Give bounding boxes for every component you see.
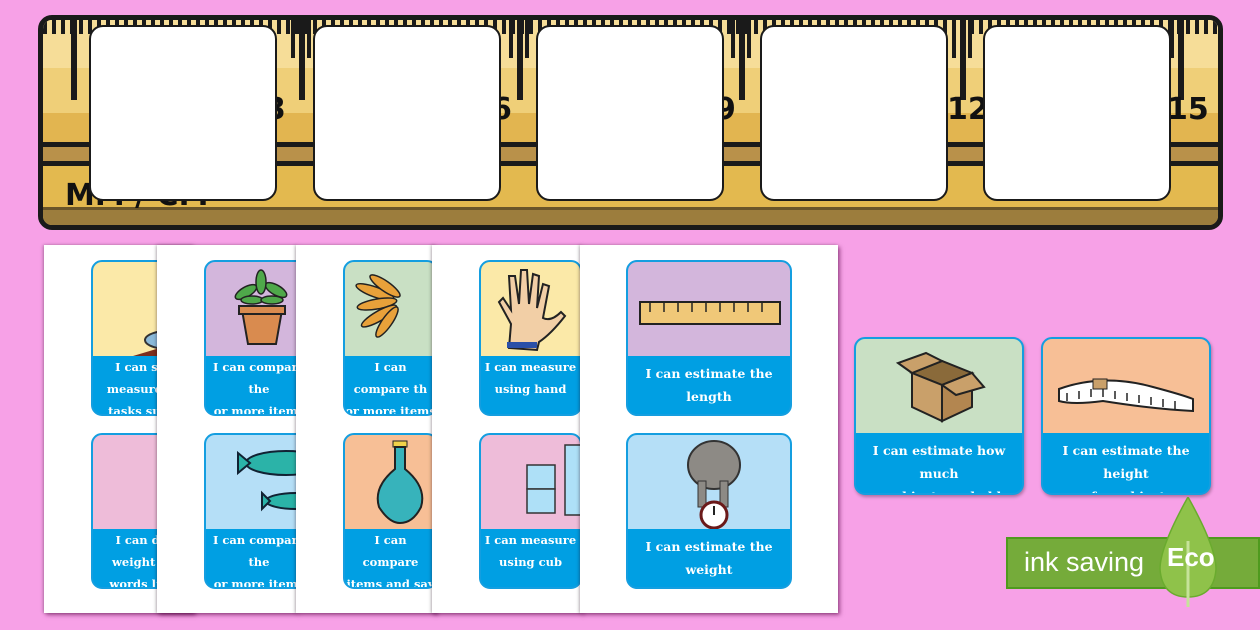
card-text: I can estimate the lengthof an object.: [645, 366, 773, 414]
tape-measure-image: [1043, 339, 1209, 433]
worksheet-page-5[interactable]: I can estimate the lengthof an object. I…: [580, 245, 838, 613]
ruler-tick: [747, 20, 751, 58]
flask-image: [345, 435, 436, 529]
ruler-major-tick: [1178, 20, 1184, 100]
blank-slot-5[interactable]: [983, 25, 1171, 201]
card-text: I can estimate the heightof an object.: [1062, 443, 1190, 493]
eco-badge-label: ink saving: [1024, 547, 1145, 577]
ruler-edge: [43, 207, 1218, 225]
leaf-icon: [1159, 497, 1217, 607]
ruler-tick: [731, 20, 735, 58]
ruler-tick: [509, 20, 513, 58]
ruler-header: 3 6 9 12 15 MM / CM: [38, 15, 1223, 230]
eco-word: Eco: [1167, 542, 1215, 572]
card-text: I can estimate how muchan object can hol…: [872, 443, 1006, 493]
ruler-tick: [952, 20, 956, 58]
fish-image: [206, 435, 312, 529]
hand-image: [481, 262, 580, 356]
cardboard-box-image: [856, 339, 1022, 433]
ruler-image: [628, 262, 790, 356]
ruler-major-tick: [739, 20, 745, 100]
ruler-major-tick: [299, 20, 305, 100]
elephant-scale-image: [628, 435, 790, 530]
ruler-major-tick: [960, 20, 966, 100]
target-card[interactable]: I can estimate the lengthof an object.: [626, 260, 792, 416]
blank-slot-4[interactable]: [760, 25, 948, 201]
draggable-card-height[interactable]: I can estimate the heightof an object.: [1041, 337, 1211, 495]
draggable-card-capacity[interactable]: I can estimate how muchan object can hol…: [854, 337, 1024, 495]
cubes-image: [481, 435, 580, 529]
ruler-tick: [968, 20, 972, 58]
eco-badge: ink saving: [1006, 537, 1260, 589]
ruler-number: 12: [947, 92, 989, 127]
ruler-tick: [291, 20, 295, 58]
ruler-major-tick: [71, 20, 77, 100]
ruler-tick: [525, 20, 529, 58]
feathers-image: [345, 262, 436, 356]
ruler-tick: [307, 20, 311, 58]
ruler-tick: [1170, 20, 1174, 58]
ruler-major-tick: [517, 20, 523, 100]
ruler-number: 15: [1167, 92, 1209, 127]
blank-slot-3[interactable]: [536, 25, 724, 201]
blank-slot-2[interactable]: [313, 25, 501, 201]
blank-slot-1[interactable]: [89, 25, 277, 201]
potted-plant-image: [206, 262, 312, 356]
